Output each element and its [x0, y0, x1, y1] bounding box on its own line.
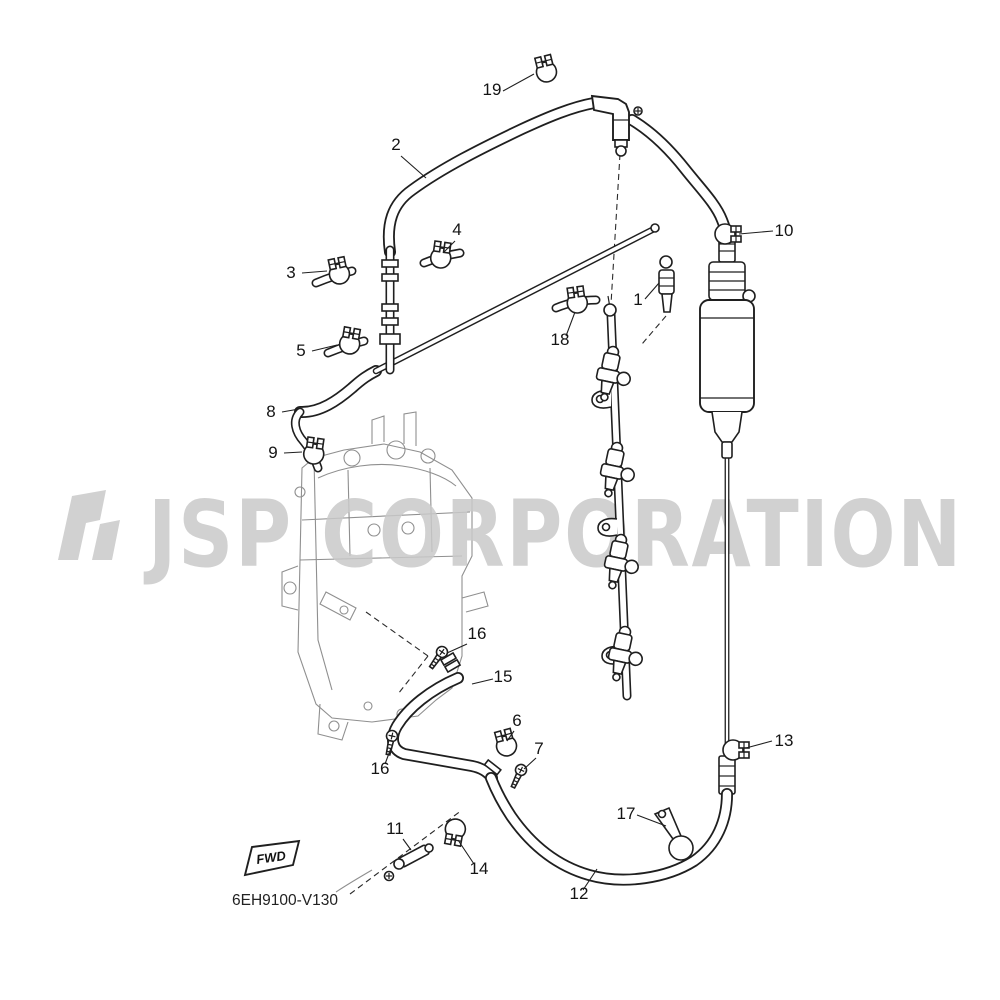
callout-2: 2	[391, 135, 400, 154]
callout-6: 6	[512, 711, 521, 730]
clamp-bracket-17	[653, 806, 694, 861]
fuel-joint-1	[658, 255, 675, 313]
callout-1: 1	[633, 290, 642, 309]
watermark: JSP CORPORATION	[58, 481, 963, 588]
joint-11	[383, 843, 434, 882]
callout-16-lower: 16	[371, 759, 390, 778]
hose-clamp-4	[428, 239, 454, 271]
fuel-rail	[591, 295, 649, 696]
callout-19: 19	[483, 80, 502, 99]
drawing-number: 6EH9100-V130	[232, 892, 338, 909]
callout-9: 9	[268, 443, 277, 462]
fuel-pump	[699, 235, 756, 459]
callout-3: 3	[286, 263, 295, 282]
watermark-text: JSP CORPORATION	[143, 481, 963, 588]
callout-16-upper: 16	[468, 624, 487, 643]
fwd-direction-marker: FWD	[243, 839, 301, 877]
leader-lines	[281, 73, 774, 891]
callout-14: 14	[470, 859, 489, 878]
hose-clamp-10	[714, 223, 742, 245]
elbow-joint	[590, 94, 643, 157]
hose-clamp-13	[722, 739, 750, 761]
hose-clamp-5	[337, 325, 364, 357]
callout-18: 18	[551, 330, 570, 349]
hose-clamp-18	[564, 284, 590, 316]
screw-7	[507, 761, 530, 791]
callout-15: 15	[494, 667, 513, 686]
callout-12: 12	[570, 884, 589, 903]
hose-clamp-6	[491, 727, 520, 759]
fitting-stack	[379, 250, 401, 370]
hose-clamp-19	[532, 53, 560, 85]
callout-4: 4	[452, 220, 461, 239]
fuel-pipe-diagonal	[376, 223, 660, 371]
fuel-hose-pump-inlet	[632, 120, 727, 244]
callout-7: 7	[534, 739, 543, 758]
callout-11: 11	[386, 819, 404, 838]
engine-block-sketch	[281, 411, 489, 893]
fwd-label: FWD	[255, 848, 287, 867]
rail-mount-tab	[597, 517, 618, 537]
callout-5: 5	[296, 341, 305, 360]
callout-8: 8	[266, 402, 275, 421]
fuel-hose-12	[483, 758, 727, 880]
fuel-hose-15	[393, 651, 492, 778]
callout-17: 17	[617, 804, 636, 823]
callouts: 19 2 4 3 5 1 18 10 8 9 16 15 6 7 16 13 1…	[266, 80, 793, 903]
callout-10: 10	[775, 221, 794, 240]
callout-13: 13	[775, 731, 794, 750]
assembly-dashed-lines	[349, 153, 667, 895]
jsp-logo	[58, 490, 120, 560]
fuel-hose-2	[389, 103, 594, 252]
